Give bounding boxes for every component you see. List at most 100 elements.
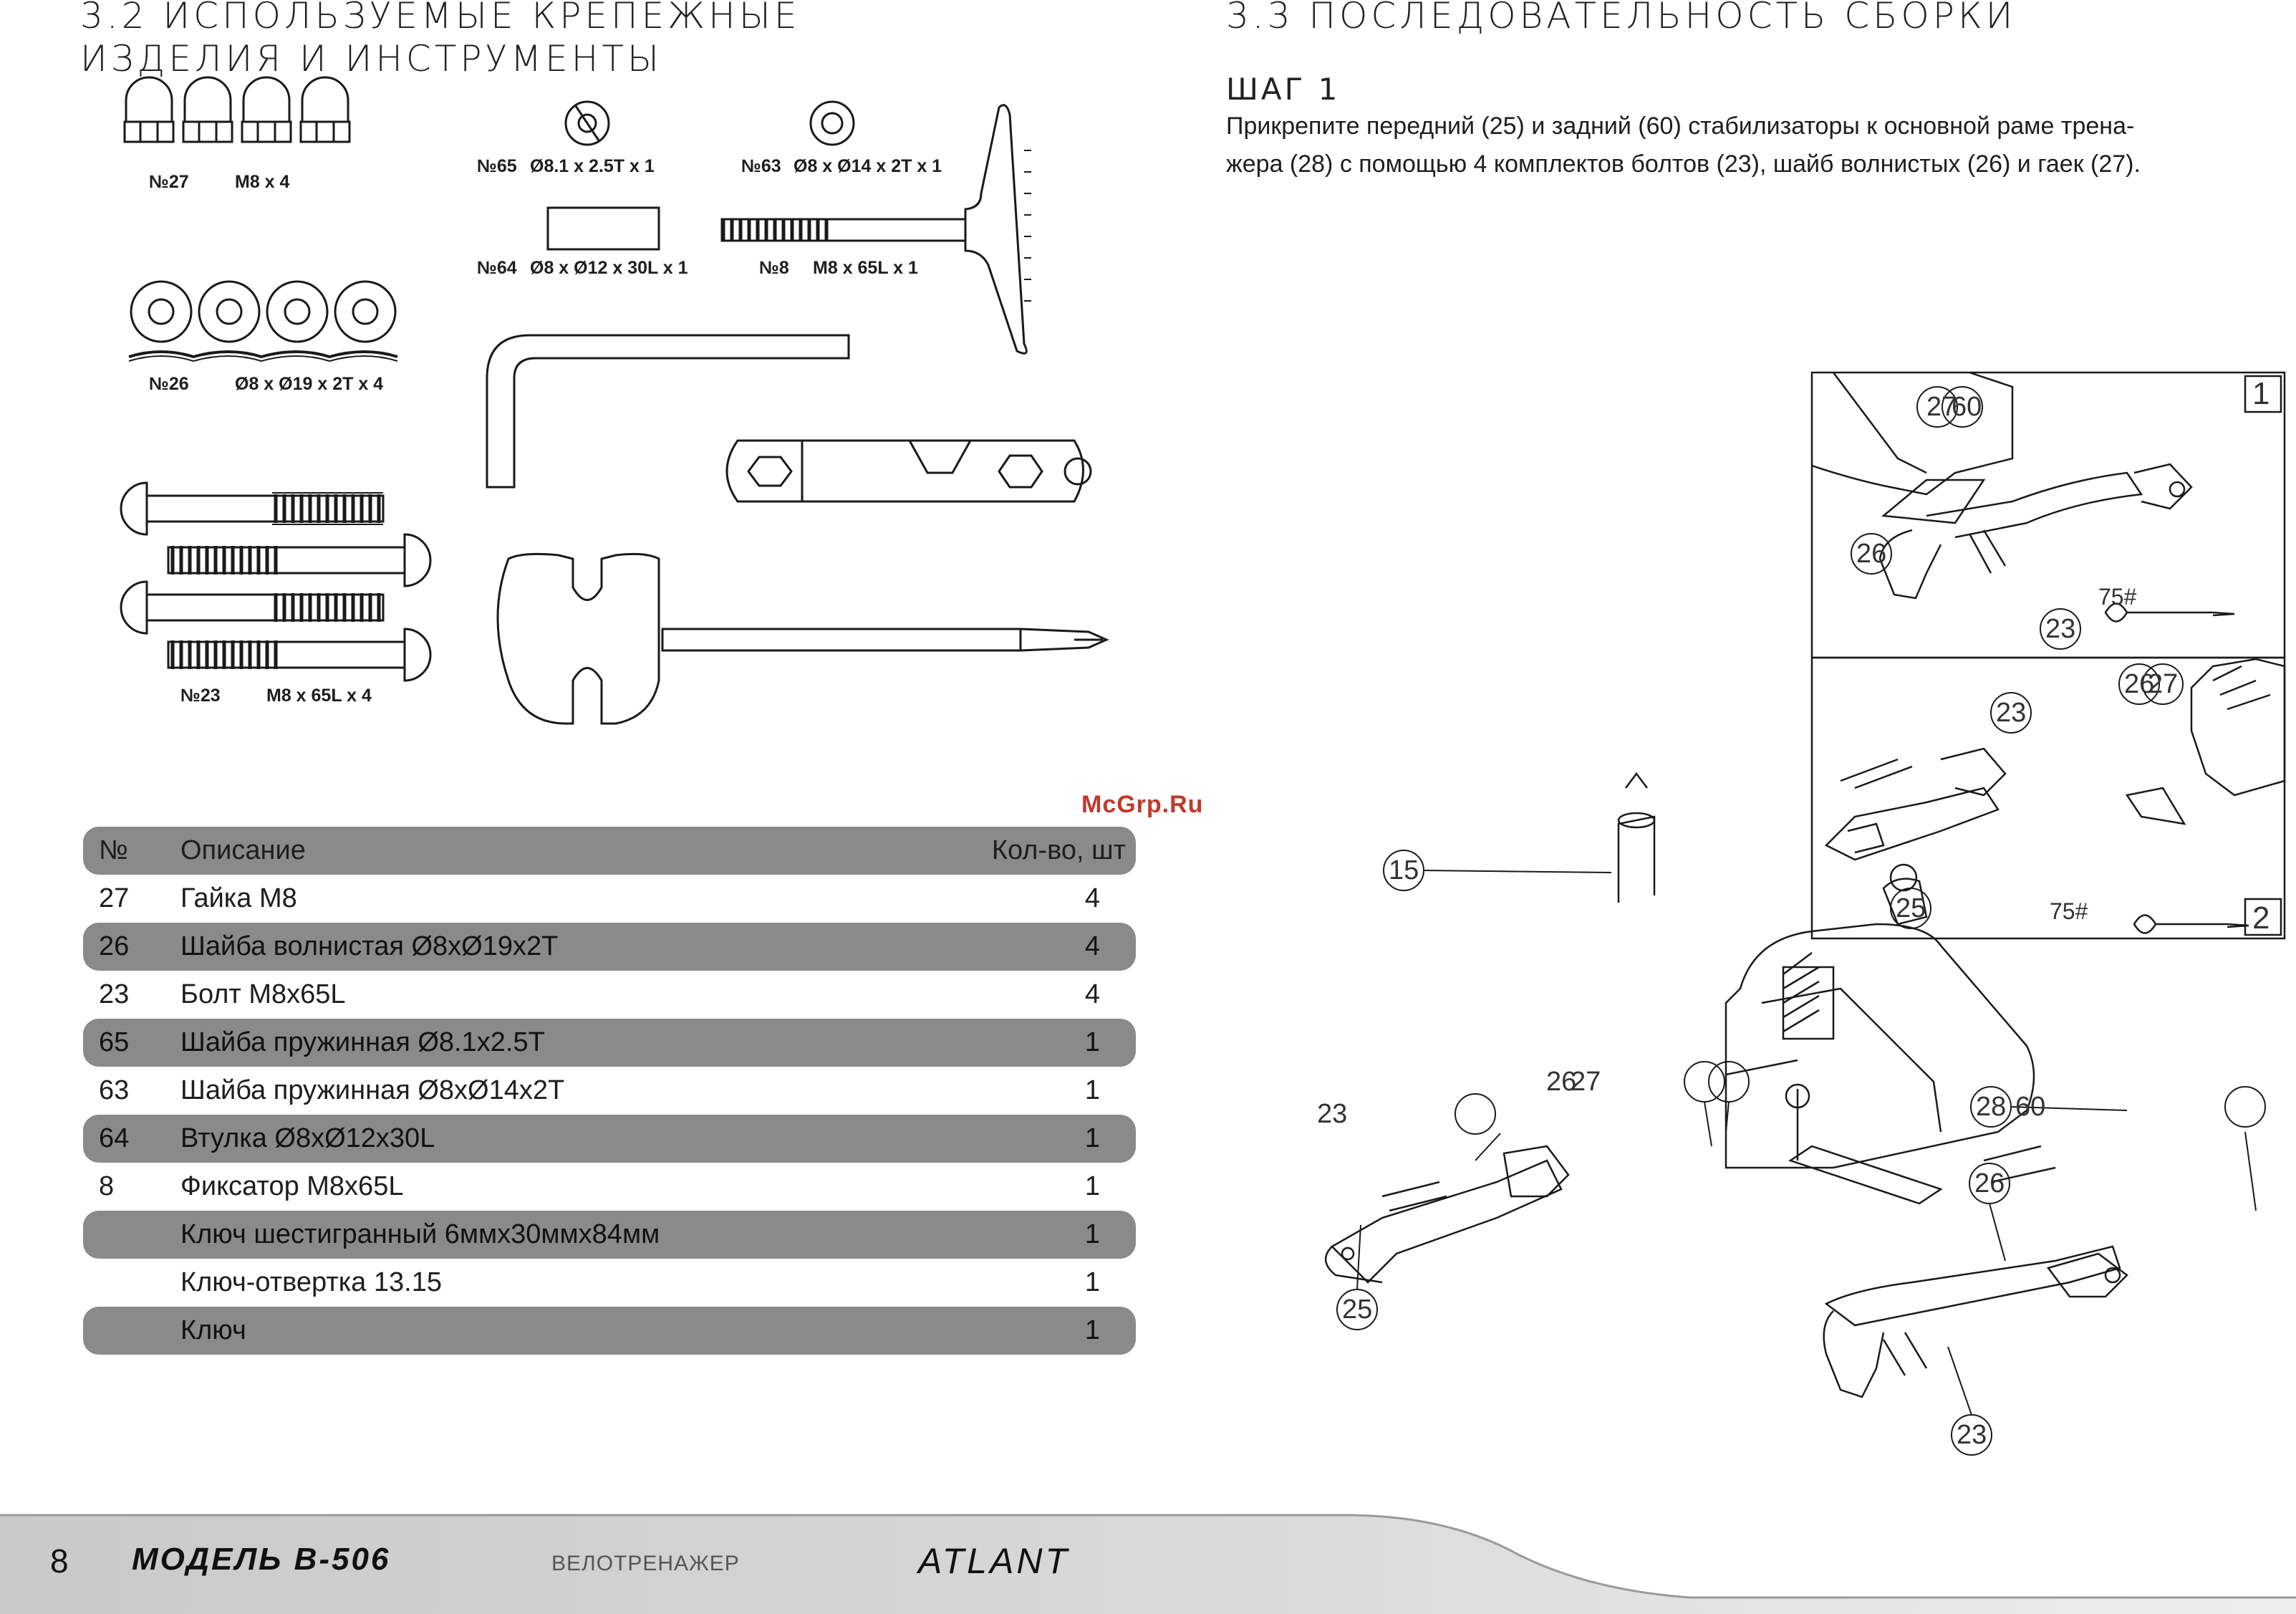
callout-leaders [1356, 870, 2257, 1416]
wave-washer-26-icon [128, 280, 398, 362]
callout-25-main: 25 [1342, 1294, 1373, 1325]
cell-quantity: 4 [1084, 931, 1100, 961]
step-title: ШАГ 1 [1226, 72, 1341, 107]
table-row: Ключ шестигранный 6ммx30ммx84мм 1 [83, 1211, 1136, 1259]
cell-number: 27 [99, 883, 130, 913]
cell-number: 23 [99, 979, 130, 1009]
tool-label-inset1: 75# [2098, 584, 2137, 610]
cell-quantity: 1 [1084, 1315, 1100, 1345]
section-title-line2: ИЗДЕЛИЯ И ИНСТРУМЕНТЫ [80, 38, 662, 80]
table-row: 27 Гайка M8 4 [83, 875, 1136, 923]
callout-27-main: 27 [1571, 1067, 1601, 1097]
cell-description: Болт M8x65L [180, 979, 346, 1009]
cell-number: 65 [99, 1027, 130, 1057]
bolt-23-icon [120, 481, 432, 682]
panel-number-1: 1 [2252, 376, 2270, 411]
callout-23-inset1: 23 [2045, 614, 2076, 644]
brand-logo: ATLANT [918, 1541, 1070, 1581]
table-header: № Описание Кол-во, шт [83, 827, 1136, 875]
part-65-number: №65 [477, 156, 517, 176]
cell-number: 8 [99, 1171, 115, 1201]
part-64-spec: Ø8 x Ø12 x 30L x 1 [530, 258, 688, 278]
footer-product-type: ВЕЛОТРЕНАЖЕР [551, 1552, 740, 1575]
callout-60-main: 60 [2015, 1092, 2046, 1122]
cell-quantity: 4 [1084, 979, 1100, 1009]
rear-stabilizer-60 [1823, 1245, 2128, 1398]
cell-description: Шайба волнистая Ø8xØ19x2T [180, 931, 559, 961]
table-row: 8 Фиксатор M8x65L 1 [83, 1163, 1136, 1211]
callout-23-inset2: 23 [1996, 698, 2027, 728]
part-23-number: №23 [180, 686, 221, 706]
step-description-line2: жера (28) с помощью 4 комплектов болтов … [1226, 150, 2141, 178]
inset-panel-2 [1810, 656, 2286, 940]
callout-28: 28 [1976, 1092, 2007, 1122]
cell-number: 64 [99, 1123, 130, 1153]
table-row: 64 Втулка Ø8xØ12x30L 1 [83, 1115, 1136, 1163]
callout-60-inset1: 60 [1952, 392, 1982, 422]
cell-quantity: 1 [1084, 1171, 1100, 1201]
table-row: 65 Шайба пружинная Ø8.1x2.5T 1 [83, 1019, 1136, 1067]
cell-quantity: 1 [1084, 1027, 1100, 1057]
callout-26-main-rear: 26 [1974, 1168, 2005, 1199]
part-63-spec: Ø8 x Ø14 x 2T x 1 [794, 156, 942, 176]
part-65-spec: Ø8.1 x 2.5T x 1 [530, 156, 655, 176]
cell-quantity: 1 [1084, 1075, 1100, 1105]
part-26-spec: Ø8 x Ø19 x 2T x 4 [235, 374, 384, 394]
washer-63-icon [809, 100, 855, 146]
spring-washer-65-icon [564, 100, 610, 146]
assembly-diagram [1325, 371, 2286, 1456]
callout-27-inset2: 27 [2148, 669, 2179, 699]
callout-23-main-rear: 23 [1957, 1420, 1987, 1450]
footer-band [0, 1514, 2296, 1614]
callout-25-inset2: 25 [1896, 893, 1926, 923]
main-frame-28 [1617, 772, 2056, 1205]
part-8-spec: M8 x 65L x 1 [813, 258, 918, 278]
fasteners-tools-illustration [120, 76, 1109, 725]
panel-number-2: 2 [2252, 900, 2270, 936]
table-row: Ключ 1 [83, 1307, 1136, 1355]
header-description: Описание [180, 835, 306, 865]
cell-description: Втулка Ø8xØ12x30L [180, 1123, 435, 1153]
callout-26-inset1: 26 [1856, 539, 1887, 569]
callout-27-inset1: 27 [1926, 392, 1957, 422]
step-description-line1: Прикрепите передний (25) и задний (60) с… [1226, 112, 2135, 140]
cell-description: Фиксатор M8x65L [180, 1171, 404, 1201]
part-63-number: №63 [741, 156, 781, 176]
nut-27-icon [123, 76, 351, 143]
part-23-spec: M8 x 65L x 4 [266, 686, 372, 706]
cell-number: 26 [99, 931, 130, 961]
watermark: McGrp.Ru [1081, 791, 1204, 818]
cell-quantity: 1 [1084, 1267, 1100, 1297]
cell-description: Ключ шестигранный 6ммx30ммx84мм [180, 1219, 660, 1249]
part-27-spec: M8 x 4 [235, 172, 290, 192]
tool-label-inset2: 75# [2050, 898, 2088, 924]
callout-23-main-front: 23 [1317, 1099, 1348, 1129]
header-number: № [99, 835, 128, 865]
bushing-64-icon [546, 206, 660, 251]
part-8-number: №8 [759, 258, 789, 278]
screwdriver-icon [496, 552, 1109, 725]
part-27-number: №27 [149, 172, 189, 192]
table-row: 23 Болт M8x65L 4 [83, 971, 1136, 1019]
table-row: 26 Шайба волнистая Ø8xØ19x2T 4 [83, 923, 1136, 971]
cell-number: 63 [99, 1075, 130, 1105]
cell-description: Шайба пружинная Ø8xØ14x2T [180, 1075, 565, 1105]
cell-description: Ключ [180, 1315, 246, 1345]
section-title-assembly: 3.3 ПОСЛЕДОВАТЕЛЬНОСТЬ СБОРКИ [1226, 0, 2017, 37]
cell-description: Гайка M8 [180, 883, 297, 913]
wrench-icon [725, 439, 1092, 503]
cell-description: Шайба пружинная Ø8.1x2.5T [180, 1027, 545, 1057]
section-title-line1: 3.2 ИСПОЛЬЗУЕМЫЕ КРЕПЕЖНЫЕ [80, 0, 801, 37]
front-stabilizer-25 [1325, 1145, 1570, 1284]
cell-quantity: 4 [1084, 883, 1100, 913]
cell-quantity: 1 [1084, 1123, 1100, 1153]
callout-26-inset2: 26 [2124, 669, 2155, 699]
hex-key-icon [486, 334, 850, 489]
step-description: Прикрепите передний (25) и задний (60) с… [1226, 107, 2141, 183]
page-number: 8 [50, 1542, 69, 1580]
part-64-number: №64 [477, 258, 517, 278]
cell-quantity: 1 [1084, 1219, 1100, 1249]
callout-15: 15 [1389, 855, 1419, 885]
header-quantity: Кол-во, шт [991, 835, 1126, 865]
